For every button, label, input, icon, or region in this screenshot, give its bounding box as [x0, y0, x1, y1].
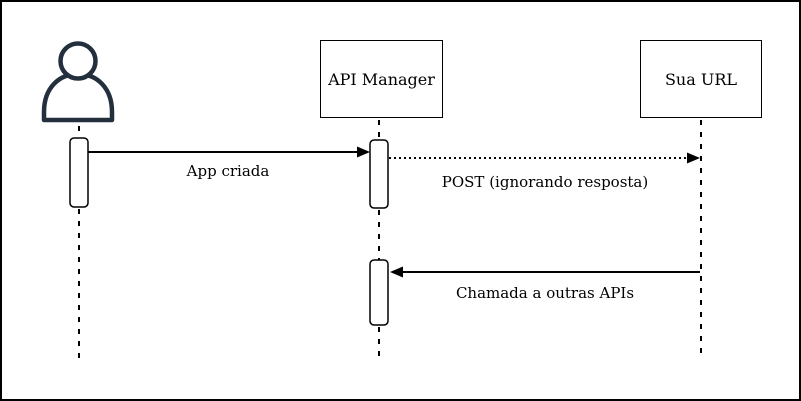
actor-body-shape: [41, 71, 115, 123]
actor-person-icon: [41, 41, 115, 123]
participant-box-api-manager: API Manager: [320, 40, 443, 118]
message-label-post: POST (ignorando resposta): [441, 173, 649, 191]
activation-api-manager-1: [369, 139, 389, 209]
lifelines: [78, 120, 702, 360]
message-label-app-criada: App criada: [186, 162, 270, 180]
activation-api-manager-2: [369, 259, 389, 326]
participant-label-sua-url: Sua URL: [664, 69, 738, 89]
actor-head-shape: [58, 41, 98, 81]
message-arrow-post: [389, 152, 700, 164]
activation-user: [69, 137, 89, 208]
participant-label-api-manager: API Manager: [328, 69, 435, 89]
message-arrow-chamada: [390, 266, 700, 278]
message-label-chamada: Chamada a outras APIs: [455, 284, 635, 302]
activation-bars: [69, 137, 389, 326]
message-arrow-app-criada: [88, 146, 370, 158]
participant-box-sua-url: Sua URL: [640, 40, 762, 118]
